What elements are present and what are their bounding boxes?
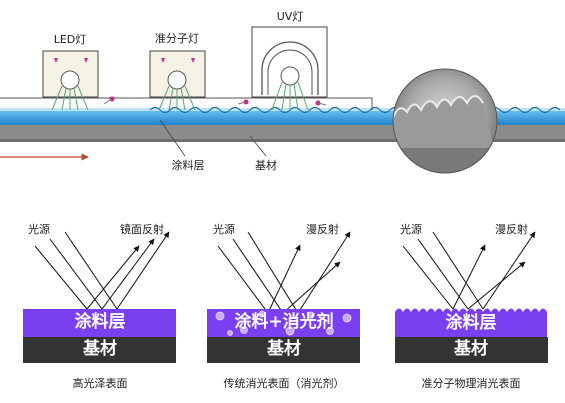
led-lamp-label: LED灯 — [53, 33, 87, 46]
light-source-label: 光源 — [213, 223, 235, 236]
light-source-label: 光源 — [400, 223, 422, 236]
coating-matting-layer-text: 涂料+消光剂 — [234, 312, 334, 332]
substrate-layer-text: 基材 — [83, 339, 117, 359]
substrate-leader — [249, 135, 267, 157]
panel-excimer-matte — [395, 231, 548, 363]
coating-layer — [23, 309, 176, 337]
coating-layer-text: 涂料层 — [74, 312, 126, 332]
substrate-layer-text: 基材 — [454, 339, 488, 359]
substrate-label: 基材 — [255, 159, 277, 172]
panel-traditional-matte — [207, 231, 360, 363]
substrate-layer — [395, 337, 548, 363]
excimer-lamp — [149, 50, 206, 111]
excimer-lamp-label: 准分子灯 — [155, 32, 199, 45]
glossy-caption: 高光泽表面 — [72, 377, 128, 390]
substrate-layer — [23, 337, 176, 363]
traditional-matte-caption: 传统消光表面（消光剂） — [223, 377, 345, 390]
diffuse-reflection-label: 漫反射 — [306, 223, 339, 236]
coating-leader — [159, 119, 186, 157]
matting-particles — [215, 310, 352, 336]
substrate-layer-text: 基材 — [267, 339, 301, 359]
process-schematic — [0, 26, 565, 174]
magnified-surface-lens — [392, 68, 498, 174]
uv-lamp — [251, 26, 328, 111]
photo-particles — [103, 96, 327, 106]
coating-label: 涂料层 — [171, 159, 205, 172]
diffuse-reflection-label: 漫反射 — [495, 223, 528, 236]
coating-layer — [395, 308, 547, 337]
panel-glossy — [23, 231, 176, 363]
specular-reflection-label: 镜面反射 — [120, 223, 164, 236]
substrate-layer — [207, 337, 360, 363]
led-lamp — [42, 50, 99, 111]
uv-lamp-label: UV灯 — [276, 10, 304, 23]
light-source-label: 光源 — [28, 223, 50, 236]
coating-layer-text: 涂料层 — [445, 313, 497, 333]
excimer-matte-caption: 准分子物理消光表面 — [421, 377, 521, 390]
